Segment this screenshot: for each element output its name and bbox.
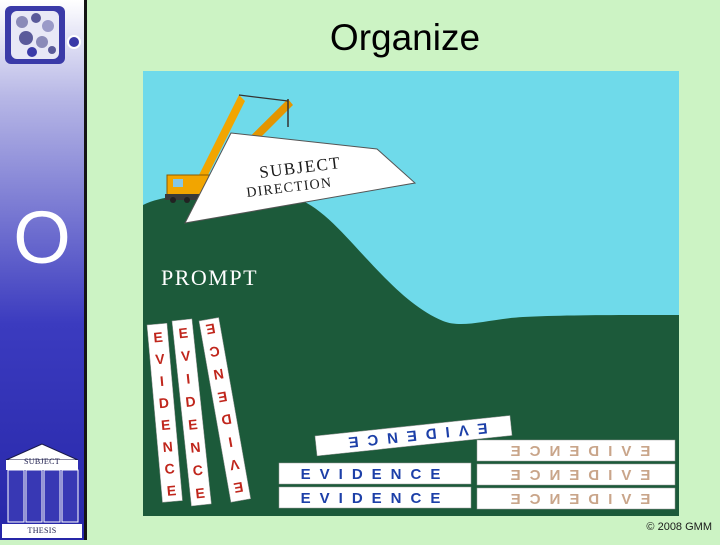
- puzzle-logo-icon: [5, 6, 81, 64]
- svg-text:EVIDENCE: EVIDENCE: [502, 467, 651, 484]
- svg-text:N: N: [162, 438, 173, 455]
- crane-evidence-illustration: SUBJECT DIRECTION PROMPT E V I D E N C E…: [143, 71, 679, 516]
- svg-text:E: E: [166, 482, 177, 499]
- mini-thesis-label: THESIS: [27, 526, 57, 535]
- section-letter: O: [13, 196, 71, 279]
- evidence-board-vertical-3: E V I D E N C E: [198, 317, 251, 503]
- svg-text:EVIDENCE: EVIDENCE: [301, 490, 450, 507]
- mountain: [143, 188, 679, 516]
- copyright-notice: © 2008 GMM: [646, 521, 712, 533]
- svg-text:N: N: [189, 439, 201, 456]
- subject-direction-load: [184, 132, 417, 224]
- svg-text:I: I: [227, 434, 234, 450]
- svg-text:C: C: [192, 462, 204, 479]
- mountain-label-prompt: PROMPT: [161, 265, 258, 290]
- svg-text:E: E: [178, 324, 189, 341]
- svg-text:C: C: [164, 460, 175, 477]
- svg-text:E: E: [217, 388, 229, 405]
- svg-text:I: I: [185, 370, 191, 386]
- sidebar-divider: [84, 0, 87, 540]
- svg-text:V: V: [180, 347, 192, 364]
- evidence-board-stack-tan: EVIDENCE EVIDENCE EVIDENCE: [476, 439, 676, 510]
- svg-text:C: C: [208, 343, 221, 361]
- svg-text:EVIDENCE: EVIDENCE: [502, 491, 651, 508]
- evidence-board-vertical-1: E V I D E N C E: [146, 322, 183, 503]
- slide-title: Organize: [329, 17, 481, 58]
- evidence-board-stack-blue: EVIDENCE EVIDENCE: [278, 462, 472, 509]
- svg-text:E: E: [233, 479, 245, 496]
- svg-text:V: V: [228, 456, 241, 473]
- svg-text:EVIDENCE: EVIDENCE: [502, 443, 651, 460]
- svg-text:E: E: [187, 416, 198, 433]
- svg-text:E: E: [205, 320, 217, 337]
- mini-subject-label: SUBJECT: [24, 457, 60, 466]
- svg-text:E: E: [195, 485, 206, 502]
- svg-text:EVIDENCE: EVIDENCE: [301, 466, 450, 483]
- svg-text:V: V: [155, 351, 166, 368]
- svg-text:D: D: [185, 393, 197, 410]
- evidence-letters-1: E: [153, 329, 164, 346]
- svg-text:I: I: [159, 373, 164, 389]
- svg-text:D: D: [158, 394, 169, 411]
- evidence-board-vertical-2: E V I D E N C E: [171, 318, 212, 507]
- svg-text:N: N: [212, 366, 225, 384]
- thesis-structure-icon: SUBJECT THESIS: [0, 440, 84, 540]
- svg-text:D: D: [220, 411, 233, 429]
- svg-text:E: E: [160, 416, 171, 433]
